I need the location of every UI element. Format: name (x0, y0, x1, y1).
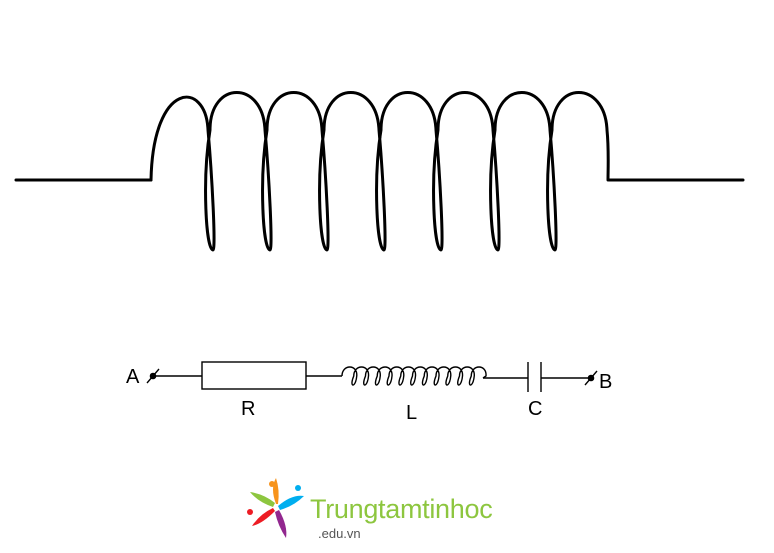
logo-star-dot-2 (295, 485, 301, 491)
rlc-circuit (146, 361, 598, 392)
logo-star-arm-blue (278, 495, 304, 510)
inductor (341, 366, 487, 386)
terminal-a-label: A (126, 366, 140, 388)
resistor-label: R (241, 398, 256, 420)
terminal-b-tick (584, 370, 598, 386)
large-coil-winding (149, 91, 610, 252)
large-coil (14, 91, 745, 252)
logo-star-arm-green (250, 492, 275, 507)
capacitor-label: C (528, 398, 543, 420)
logo-star-arm-purple (275, 510, 287, 538)
terminal-b-label: B (599, 371, 613, 393)
logo-domain: .edu.vn (318, 526, 361, 541)
logo-star-icon (247, 478, 304, 538)
inductor-label: L (406, 402, 418, 424)
logo-star-arm-red (252, 508, 275, 526)
logo-name: Trungtamtinhoc (310, 494, 493, 524)
resistor (201, 361, 307, 390)
logo-star-dot-1 (269, 481, 275, 487)
logo-star-dot-3 (247, 509, 253, 515)
